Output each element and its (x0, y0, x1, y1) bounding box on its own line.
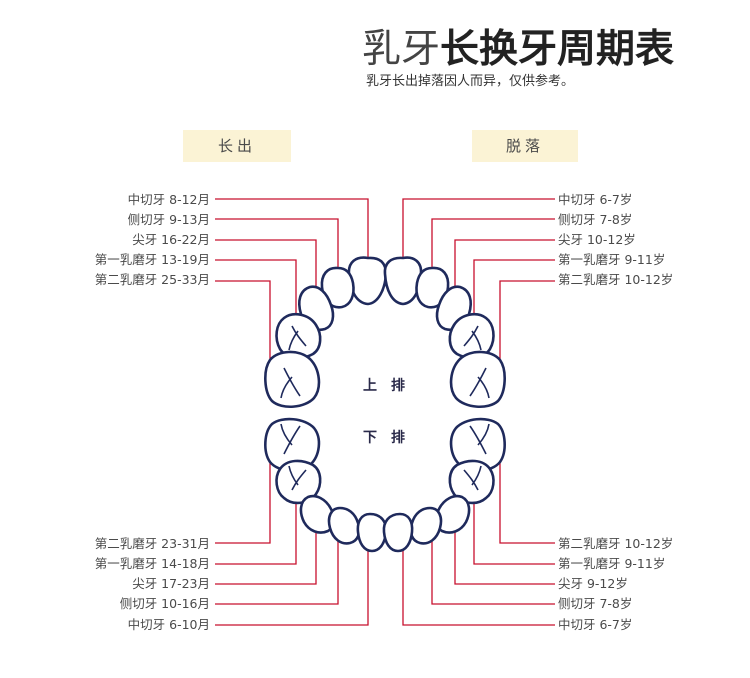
upper-second-molar-right (449, 350, 506, 408)
leader-line (215, 218, 339, 276)
fissure-mark (288, 465, 307, 491)
leader-line (473, 259, 555, 330)
lower-shedding-label: 中切牙 6-7岁 (558, 617, 633, 632)
leader-line (431, 218, 555, 276)
fissure-mark (463, 325, 482, 351)
upper-eruption-label: 侧切牙 9-13月 (127, 212, 210, 227)
lower-lateral-incisor-left (327, 506, 361, 545)
lower-shedding-label: 第二乳磨牙 10-12岁 (558, 536, 674, 551)
upper-eruption-label: 第一乳磨牙 13-19月 (94, 252, 210, 267)
lower-eruption-label: 第二乳磨牙 23-31月 (94, 536, 210, 551)
lower-canine-left (299, 494, 336, 534)
fissure-mark (469, 423, 490, 455)
page-title: 乳牙长换牙周期表 (362, 18, 674, 72)
leader-line (402, 550, 555, 626)
lower-shedding-label: 侧切牙 7-8岁 (558, 596, 633, 611)
upper-eruption-label: 第二乳磨牙 25-33月 (94, 272, 210, 287)
leader-line (215, 536, 339, 605)
leader-line (473, 488, 555, 565)
leader-line (215, 516, 317, 585)
lower-eruption-label: 第一乳磨牙 14-18月 (94, 556, 210, 571)
leader-line (215, 444, 271, 544)
molar-fissures (280, 325, 490, 491)
upper-eruption-label: 中切牙 8-12月 (127, 192, 210, 207)
leader-line (499, 280, 555, 378)
lower-shedding-label: 尖牙 9-12岁 (558, 576, 628, 591)
lower-jaw-label: 下 排 (363, 429, 405, 446)
upper-lateral-incisor-right (415, 266, 450, 309)
leader-line (215, 239, 317, 297)
fissure-mark (463, 465, 482, 491)
upper-lateral-incisor-left (320, 266, 355, 309)
leader-line (215, 259, 297, 330)
leader-line (215, 198, 369, 258)
fissure-mark (280, 367, 301, 399)
title-bold: 长换牙周期表 (440, 27, 675, 72)
upper-central-incisor-left (347, 256, 388, 306)
fissure-mark (288, 325, 307, 351)
leader-line (215, 550, 369, 626)
upper-shedding-label: 中切牙 6-7岁 (558, 192, 633, 207)
lower-central-incisor-right (382, 512, 414, 553)
leader-line (402, 198, 555, 258)
leader-lines (215, 198, 555, 626)
lower-canine-right (434, 494, 471, 534)
upper-central-incisor-right (383, 256, 423, 306)
upper-eruption-label: 尖牙 16-22月 (132, 232, 210, 247)
leader-line (454, 516, 555, 585)
fissure-mark (280, 423, 301, 455)
lower-shedding-label: 第一乳磨牙 9-11岁 (558, 556, 666, 571)
upper-jaw-label: 上 排 (363, 377, 405, 394)
leader-line (215, 280, 271, 378)
shedding-tag: 脱落 (472, 130, 578, 162)
lower-lateral-incisor-right (409, 506, 443, 545)
upper-shedding-label: 尖牙 10-12岁 (558, 232, 636, 247)
page-subtitle: 乳牙长出掉落因人而异，仅供参考。 (366, 74, 575, 89)
leader-line (454, 239, 555, 297)
title-light: 乳牙 (362, 27, 441, 72)
leader-line (215, 488, 297, 565)
leader-line (499, 444, 555, 544)
lower-eruption-label: 侧切牙 10-16月 (119, 596, 210, 611)
lower-eruption-label: 尖牙 17-23月 (132, 576, 210, 591)
fissure-mark (469, 367, 490, 399)
upper-shedding-label: 侧切牙 7-8岁 (558, 212, 633, 227)
upper-second-molar-left (264, 350, 321, 408)
lower-central-incisor-left (356, 512, 388, 553)
eruption-tag: 长出 (183, 130, 291, 162)
leader-line (431, 536, 555, 605)
upper-shedding-label: 第一乳磨牙 9-11岁 (558, 252, 666, 267)
upper-shedding-label: 第二乳磨牙 10-12岁 (558, 272, 674, 287)
lower-eruption-label: 中切牙 6-10月 (127, 617, 210, 632)
